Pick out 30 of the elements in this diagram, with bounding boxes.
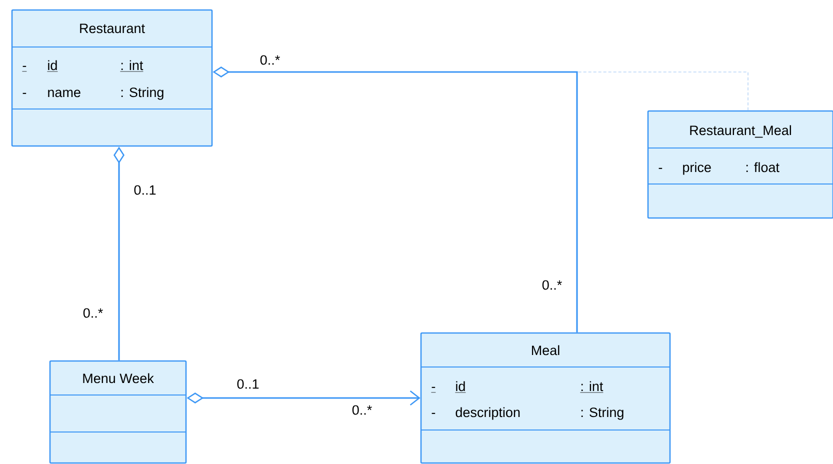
visibility-mark: - [432,412,436,414]
class-name: Restaurant [80,24,145,34]
attribute-type: : int [120,60,144,72]
dashed-line [578,72,748,111]
attribute-name: id [47,60,58,72]
class-box [11,9,213,147]
visibility-mark: - [22,66,27,72]
class-box [647,110,833,219]
attribute-type: : float [746,162,780,172]
attribute-name: description [456,407,520,420]
class-name: Menu Week [83,373,154,384]
class-box [420,332,671,464]
multiplicity-label: 0..* [350,404,374,416]
attribute-name: id [455,381,466,393]
attribute-type: : String [581,407,624,420]
visibility-mark: - [22,92,26,94]
visibility-mark: - [658,168,662,169]
attribute-type: : int [580,381,604,393]
class-box [49,360,187,464]
multiplicity-label: 0..1 [236,378,260,390]
multiplicity-label: 0..* [540,279,564,291]
attribute-name: name [48,90,80,98]
class-name: Restaurant_Meal [690,125,791,138]
multiplicity-label: 0..* [82,307,104,319]
class-name: Meal [532,345,560,356]
attribute-type: : String [121,87,164,100]
visibility-mark: - [431,386,436,393]
multiplicity-label: 0..* [258,54,282,66]
attribute-name: price [683,162,711,175]
multiplicity-label: 0..1 [132,184,158,196]
